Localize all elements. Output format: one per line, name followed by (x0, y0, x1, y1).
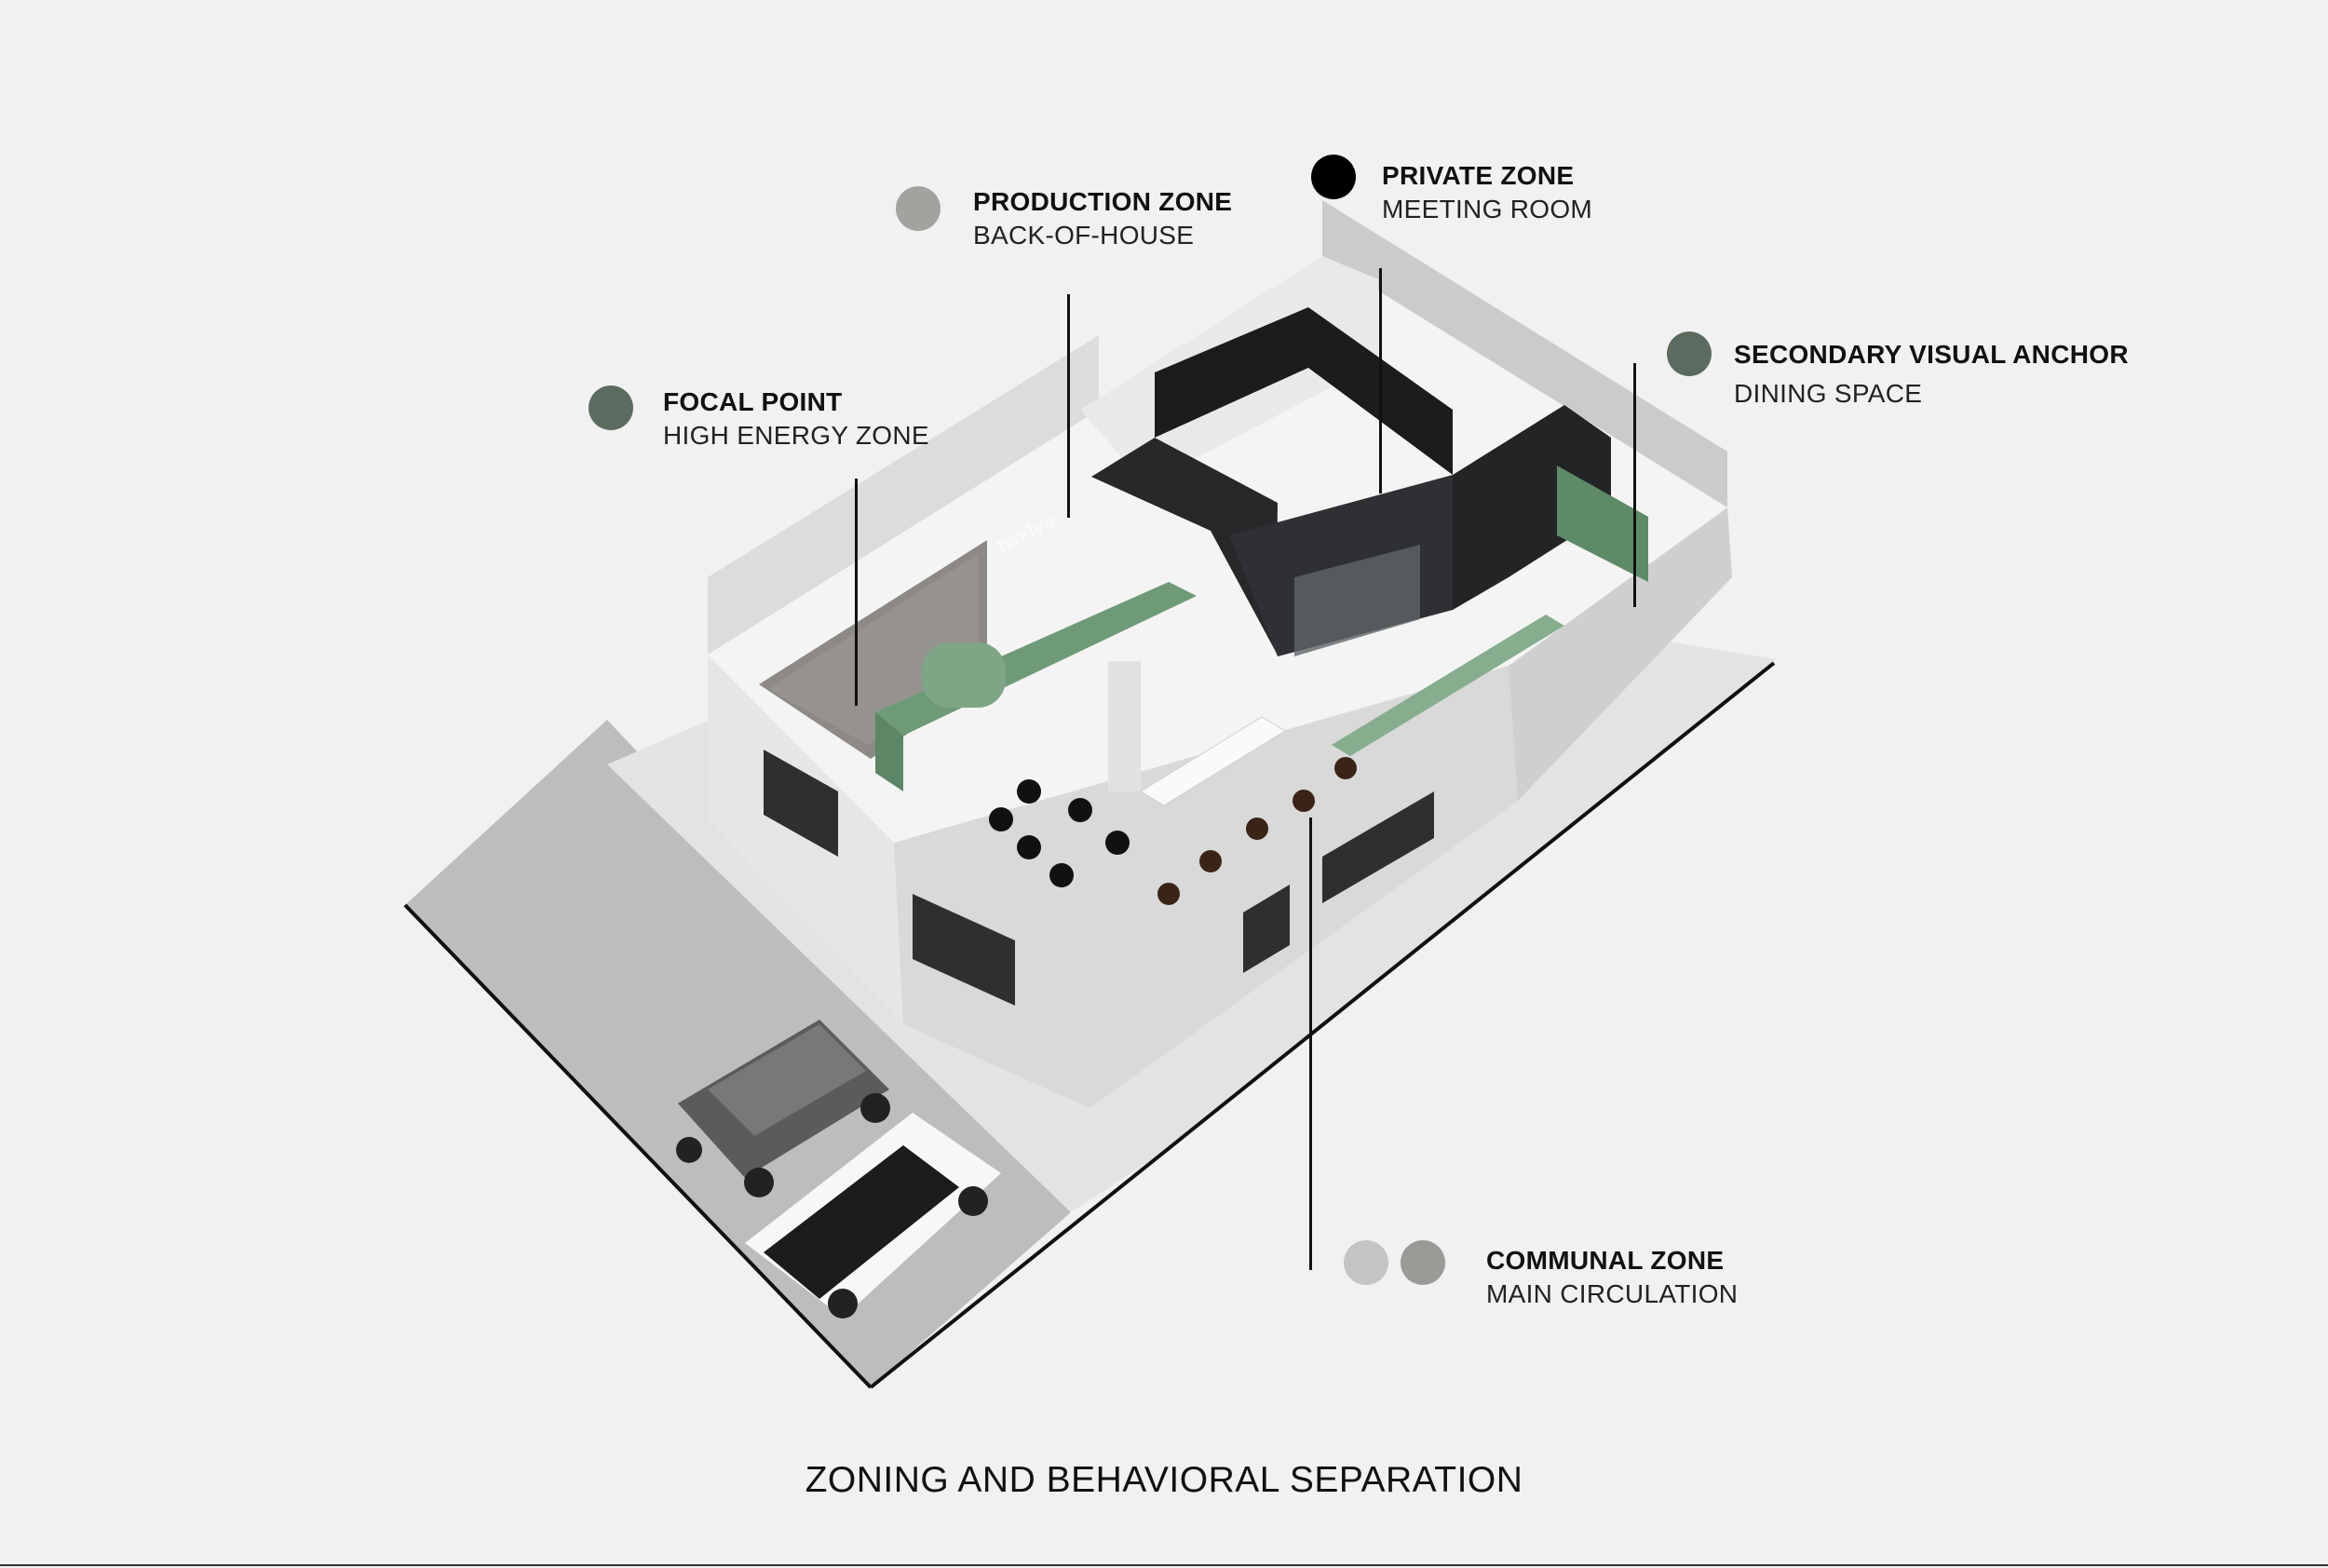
focal-leader-line (855, 479, 858, 706)
focal-point-dot (589, 385, 633, 430)
focal-point-title: FOCAL POINT (663, 387, 843, 416)
parking-edge (403, 903, 873, 1389)
dining-green-wall (1557, 466, 1648, 582)
communal-zone-subtitle: MAIN CIRCULATION (1486, 1279, 1739, 1309)
private-leader-line (1379, 268, 1382, 493)
bottom-divider (0, 1564, 2328, 1566)
secondary-anchor-title: SECONDARY VISUAL ANCHOR (1734, 340, 2129, 369)
back-wall-left (708, 335, 1099, 655)
meeting-room-left-wall (1091, 438, 1278, 652)
communal-zone-title: COMMUNAL ZONE (1486, 1246, 1725, 1275)
communal-dot-dark (1401, 1240, 1445, 1285)
back-wall-right (1322, 200, 1727, 507)
private-zone-subtitle: MEETING ROOM (1382, 195, 1593, 224)
dining-table-long (1140, 716, 1286, 806)
secondary-anchor-subtitle: DINING SPACE (1734, 379, 1923, 409)
private-zone-title: PRIVATE ZONE (1382, 161, 1575, 190)
left-exterior-wall (708, 655, 903, 1024)
column (1108, 661, 1141, 791)
lounge-chairs (989, 757, 1357, 905)
front-windows (764, 750, 1434, 1006)
diagram-title: ZONING AND BEHAVIORAL SEPARATION (805, 1460, 1523, 1500)
right-exterior-wall (1509, 507, 1732, 801)
secondary-anchor-dot (1667, 331, 1712, 376)
dining-green-bench (1332, 615, 1564, 756)
focal-point-subtitle: HIGH ENERGY ZONE (663, 421, 929, 451)
meeting-room-glass (1294, 545, 1420, 656)
production-zone-dot (896, 186, 941, 231)
suv-car (676, 1020, 890, 1197)
production-zone-label: PRODUCTION ZONE BACK-OF-HOUSE (973, 187, 1232, 250)
dark-corridor-wall (1453, 405, 1611, 610)
private-zone-label: PRIVATE ZONE MEETING ROOM (1382, 161, 1592, 224)
bar-counter-front (875, 712, 903, 791)
production-zone-title: PRODUCTION ZONE (973, 187, 1233, 216)
communal-leader-line (1309, 818, 1312, 1270)
production-leader-line (1067, 294, 1070, 518)
production-zone-subtitle: BACK-OF-HOUSE (973, 221, 1195, 250)
front-exterior-wall (894, 666, 1518, 1108)
base-edge (869, 661, 1776, 1389)
bar-island (922, 642, 1006, 708)
communal-zone-label: COMMUNAL ZONE MAIN CIRCULATION (1486, 1246, 1738, 1309)
communal-dot-light (1344, 1240, 1388, 1285)
hatchback-car (745, 1113, 1001, 1318)
secondary-anchor-label: SECONDARY VISUAL ANCHOR DINING SPACE (1734, 340, 2129, 409)
secondary-leader-line (1633, 363, 1636, 607)
private-zone-dot (1311, 155, 1356, 199)
focal-point-label: FOCAL POINT HIGH ENERGY ZONE (663, 387, 929, 451)
meeting-room-back-wall (1155, 307, 1453, 475)
